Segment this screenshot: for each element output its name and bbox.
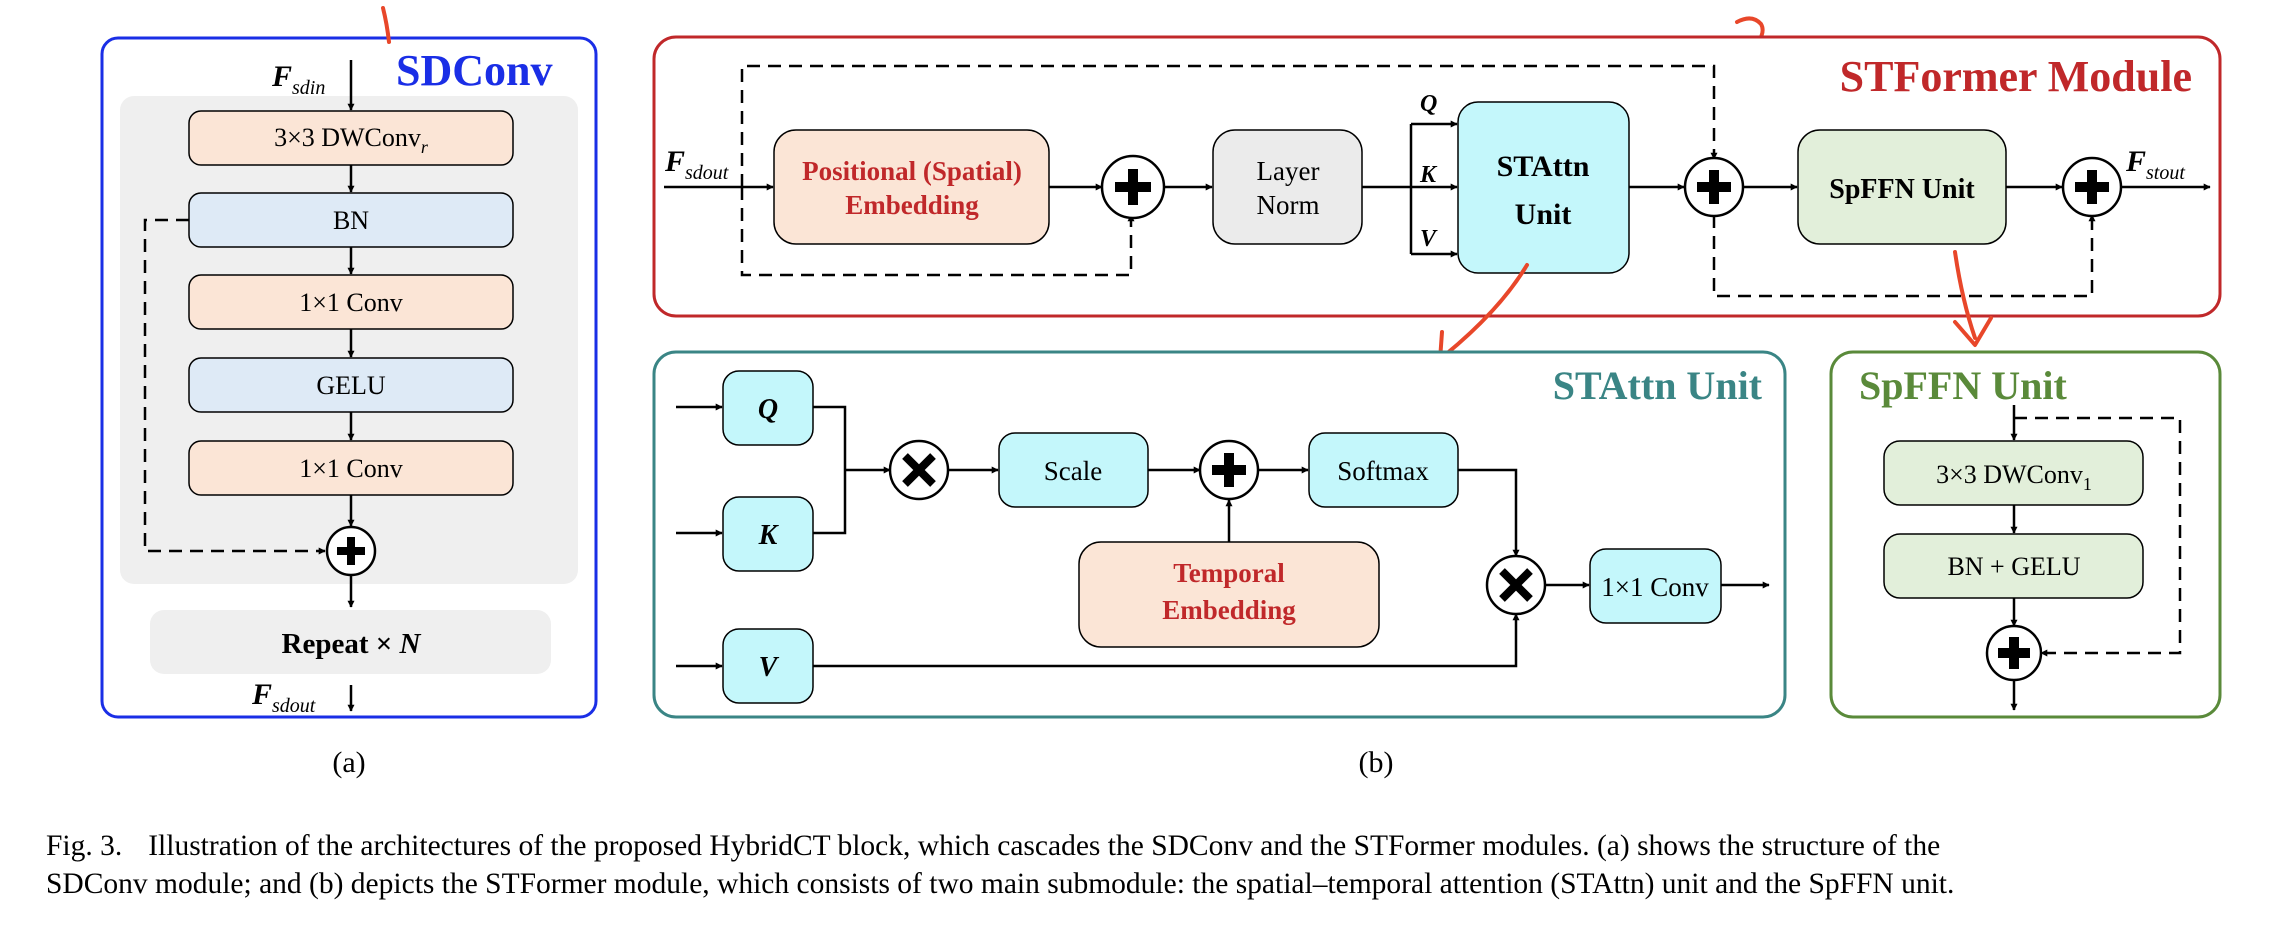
adder-2	[1683, 156, 1745, 218]
spffn-unit-panel: SpFFN Unit 3×3 DWConv1 BN + GELU	[1829, 350, 2222, 719]
statt-line1: STAttn	[1497, 150, 1590, 183]
k-label: K	[1419, 162, 1438, 188]
conv1-label: 1×1 Conv	[299, 288, 403, 317]
bn-label: BN	[333, 206, 369, 235]
annotation-1-mark	[381, 6, 391, 44]
statt-unit-panel: STAttn Unit Q K V Scale Softmax	[652, 350, 1787, 719]
softmax-label: Softmax	[1337, 456, 1429, 486]
statt-unit-title: STAttn Unit	[1553, 363, 1763, 408]
softmax-to-multiply	[1458, 468, 1520, 557]
multiply-2	[1485, 554, 1547, 616]
q-label: Q	[1420, 91, 1437, 117]
scale-label: Scale	[1044, 456, 1102, 486]
layernorm-line1: Layer	[1257, 156, 1320, 186]
stformer-border	[652, 35, 2222, 318]
sdconv-adder	[325, 525, 377, 577]
sublabel-a: (a)	[332, 746, 365, 779]
spffn-unit-title: SpFFN Unit	[1859, 363, 2067, 408]
sdconv-title: SDConv	[396, 46, 553, 95]
temporal-line2: Embedding	[1162, 595, 1296, 625]
stformer-output-label: Fstout	[2125, 145, 2185, 184]
dwconv-label: 3×3 DWConvr	[274, 123, 429, 157]
adder-1	[1100, 154, 1166, 220]
spffn-adder	[1985, 624, 2043, 682]
sublabel-b: (b)	[1359, 746, 1394, 779]
caption-line1: Fig. 3. Illustration of the architectures…	[46, 827, 2276, 865]
pos-emb-line2: Embedding	[845, 190, 979, 220]
sdconv-output-label: Fsdout	[251, 678, 316, 717]
temporal-line1: Temporal	[1173, 558, 1285, 588]
skip-pre-statt	[740, 187, 1135, 277]
repeat-box	[150, 610, 551, 674]
q-label: Q	[758, 394, 778, 425]
gelu-label: GELU	[316, 371, 386, 400]
figure-number: Fig. 3.	[46, 830, 123, 862]
v-to-multiply	[813, 613, 1520, 668]
sdconv-gray-region	[120, 96, 578, 584]
layernorm-block	[1212, 129, 1363, 245]
k-label: K	[758, 520, 780, 551]
bn-gelu-label: BN + GELU	[1947, 552, 2080, 581]
positional-embedding-block	[773, 129, 1050, 245]
v-label: V	[1420, 226, 1438, 252]
layernorm-line2: Norm	[1257, 190, 1320, 220]
stformer-title: STFormer Module	[1840, 52, 2192, 101]
spffn-dwconv-label: 3×3 DWConv1	[1936, 460, 2092, 494]
caption-text-line1: Illustration of the architectures of the…	[148, 830, 1941, 862]
red-arrow-to-spffn	[1953, 250, 1977, 340]
v-label: V	[759, 652, 780, 683]
adder-3	[2061, 156, 2123, 218]
spffn-label: SpFFN Unit	[1829, 174, 1975, 205]
red-arrowhead-spffn	[1953, 316, 1993, 347]
statt-line2: Unit	[1515, 198, 1572, 231]
conv2-label: 1×1 Conv	[299, 454, 403, 483]
stformer-input-label: Fsdout	[664, 145, 729, 184]
red-arrow-to-statt	[1443, 263, 1529, 357]
multiply-1	[888, 439, 950, 501]
sdconv-input-label: Fsdin	[271, 60, 325, 99]
adder-temporal	[1198, 439, 1260, 501]
spffn-skip	[2014, 416, 2182, 657]
skip-to-attn-adder	[740, 64, 1718, 187]
sdconv-skip	[143, 218, 326, 555]
stformer-panel: STFormer Module Fsdout Positional (Spati…	[652, 35, 2222, 318]
statt-unit-block	[1457, 101, 1630, 274]
statt-unit-border	[652, 350, 1787, 719]
repeat-label: Repeat × N	[282, 628, 422, 660]
conv-label: 1×1 Conv	[1601, 572, 1709, 602]
caption-line2: SDConv module; and (b) depicts the STFor…	[46, 868, 1955, 900]
figure-caption: Fig. 3. Illustration of the architectures…	[46, 827, 2276, 903]
pos-emb-line1: Positional (Spatial)	[802, 156, 1022, 186]
sdconv-panel: SDConv Fsdin 3×3 DWConvr BN 1×1 Conv GEL…	[100, 36, 598, 779]
